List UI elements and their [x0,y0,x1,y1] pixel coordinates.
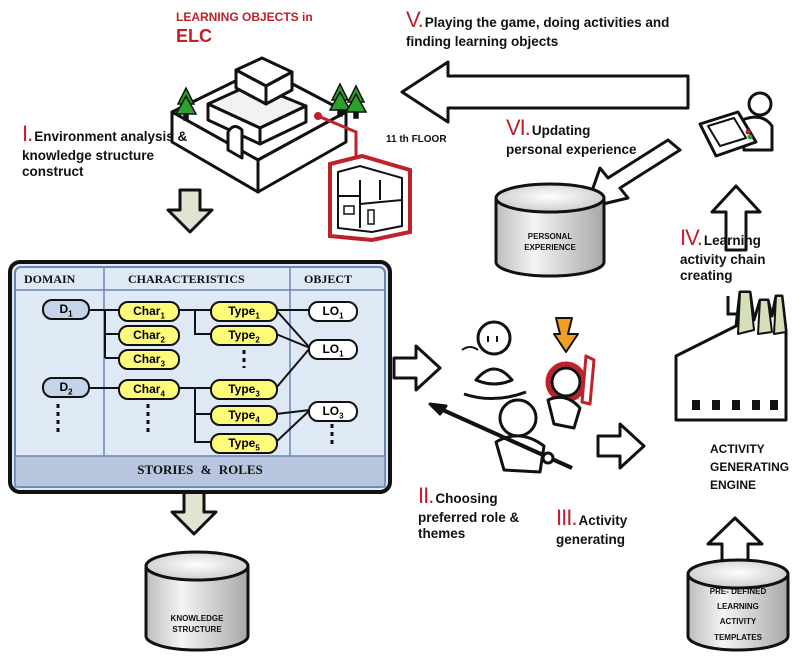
char-pill-sub: 1 [160,311,165,321]
type-pill-text: Type [228,436,256,450]
elc-building-icon [170,56,348,194]
step-1: I.Environment analysis & knowledge struc… [22,120,202,181]
step-3: III.Activity generating [556,504,676,548]
step-3-number: III. [556,505,577,530]
step-2: II.Choosing preferred role & themes [418,482,548,543]
lo-pill-sub: 1 [339,311,344,321]
step-6: VI.Updating personal experience [506,114,646,158]
elc-title: LEARNING OBJECTS in ELC [176,10,313,48]
factory-icon [674,290,788,422]
elc-title-line2: ELC [176,26,212,46]
step-4: IV.Learning activity chain creating [680,224,790,285]
lo-pill: LO1 [308,339,358,360]
type-pill-sub: 2 [255,335,260,345]
step-2-number: II. [418,483,434,508]
personal-experience-label: PERSONAL EXPERIENCE [496,232,604,254]
lo-pill-sub: 3 [339,411,344,421]
step-4-text: Learning activity chain creating [680,233,766,284]
step-3-text: Activity generating [556,513,628,547]
step-5-number: V. [406,7,424,32]
tablet-user-icon [698,91,774,158]
lo-pill: LO1 [308,301,358,322]
step-2-text: Choosing preferred role & themes [418,491,520,542]
step-6-number: VI. [506,115,531,140]
templates-label-line1: PRE- DEFINED [709,587,767,596]
lo-pill-text: LO [322,304,340,318]
floor-plan-icon [314,112,412,243]
knowledge-structure-label: KNOWLEDGE STRUCTURE [146,614,248,636]
char-pill: Char3 [118,349,180,370]
lo-pill-sub: 1 [339,349,344,359]
type-pill-text: Type [228,304,256,318]
char-pill-sub: 2 [160,335,165,345]
header-domain: DOMAIN [24,272,76,286]
domain-pill-sub: 1 [68,309,73,319]
type-pill-text: Type [228,382,256,396]
knowledge-label-line1: KNOWLEDGE [170,614,224,623]
floor-label: 11 th FLOOR [386,134,447,145]
domain-pill: D2 [42,377,90,398]
domain-pill-text: D [59,380,69,394]
char-pill-text: Char [133,352,161,366]
header-characteristics: CHARACTERISTICS [128,272,245,286]
arrow-step1-down [166,188,214,234]
lo-pill-text: LO [322,342,340,356]
type-pill-sub: 1 [255,311,260,321]
domain-pill: D1 [42,299,90,320]
lo-pill: LO3 [308,401,358,422]
templates-label: PRE- DEFINED LEARNING ACTIVITY TEMPLATES [688,584,788,645]
table-connectors [56,309,334,446]
domain-pill-text: D [59,302,69,316]
type-pill: Type3 [210,379,278,400]
type-pill: Type4 [210,405,278,426]
arrow-step3-right [596,422,646,470]
arrow-step5-left [400,60,690,124]
step-4-number: IV. [680,225,703,250]
table-footer: STORIES & ROLES [137,462,263,477]
type-pill: Type1 [210,301,278,322]
type-pill: Type5 [210,433,278,454]
knowledge-structure-db-icon [144,550,250,652]
type-pill-text: Type [228,328,256,342]
char-pill: Char4 [118,379,180,400]
step-6-text: Updating personal experience [506,123,637,157]
header-object: OBJECT [304,272,353,286]
role-figures-icon [428,317,596,474]
knowledge-label-line2: STRUCTURE [172,624,222,634]
templates-db-icon [686,558,790,652]
type-pill-sub: 4 [255,415,260,425]
type-pill-sub: 3 [255,389,260,399]
personal-label-line2: EXPERIENCE [524,242,576,252]
char-pill: Char1 [118,301,180,322]
templates-label-line3: ACTIVITY [719,617,757,627]
personal-label-line1: PERSONAL [527,232,573,241]
type-pill-sub: 5 [255,443,260,453]
type-pill-text: Type [228,408,256,422]
char-pill-sub: 3 [160,359,165,369]
char-pill-text: Char [133,304,161,318]
step-1-text: Environment analysis & knowledge structu… [22,129,188,180]
char-pill-text: Char [133,382,161,396]
personal-experience-db-icon [494,182,606,278]
engine-label-line2: GENERATING [710,460,790,474]
char-pill-text: Char [133,328,161,342]
elc-title-line1: LEARNING OBJECTS in [176,10,313,24]
char-pill-sub: 4 [160,389,165,399]
engine-label-line1: ACTIVITY [710,442,765,456]
arrow-to-roles [392,344,442,392]
tree-icon [174,82,368,121]
engine-label: ACTIVITY GENERATING ENGINE [710,440,789,494]
char-pill: Char2 [118,325,180,346]
type-pill: Type2 [210,325,278,346]
arrow-knowledge-down [170,488,218,536]
templates-label-line4: TEMPLATES [714,632,762,642]
domain-pill-sub: 2 [68,387,73,397]
templates-label-line2: LEARNING [717,602,759,612]
step-5: V.Playing the game, doing activities and… [406,6,686,50]
engine-label-line3: ENGINE [710,478,757,492]
step-5-text: Playing the game, doing activities and f… [406,15,670,49]
lo-pill-text: LO [322,404,340,418]
step-1-number: I. [22,121,33,146]
